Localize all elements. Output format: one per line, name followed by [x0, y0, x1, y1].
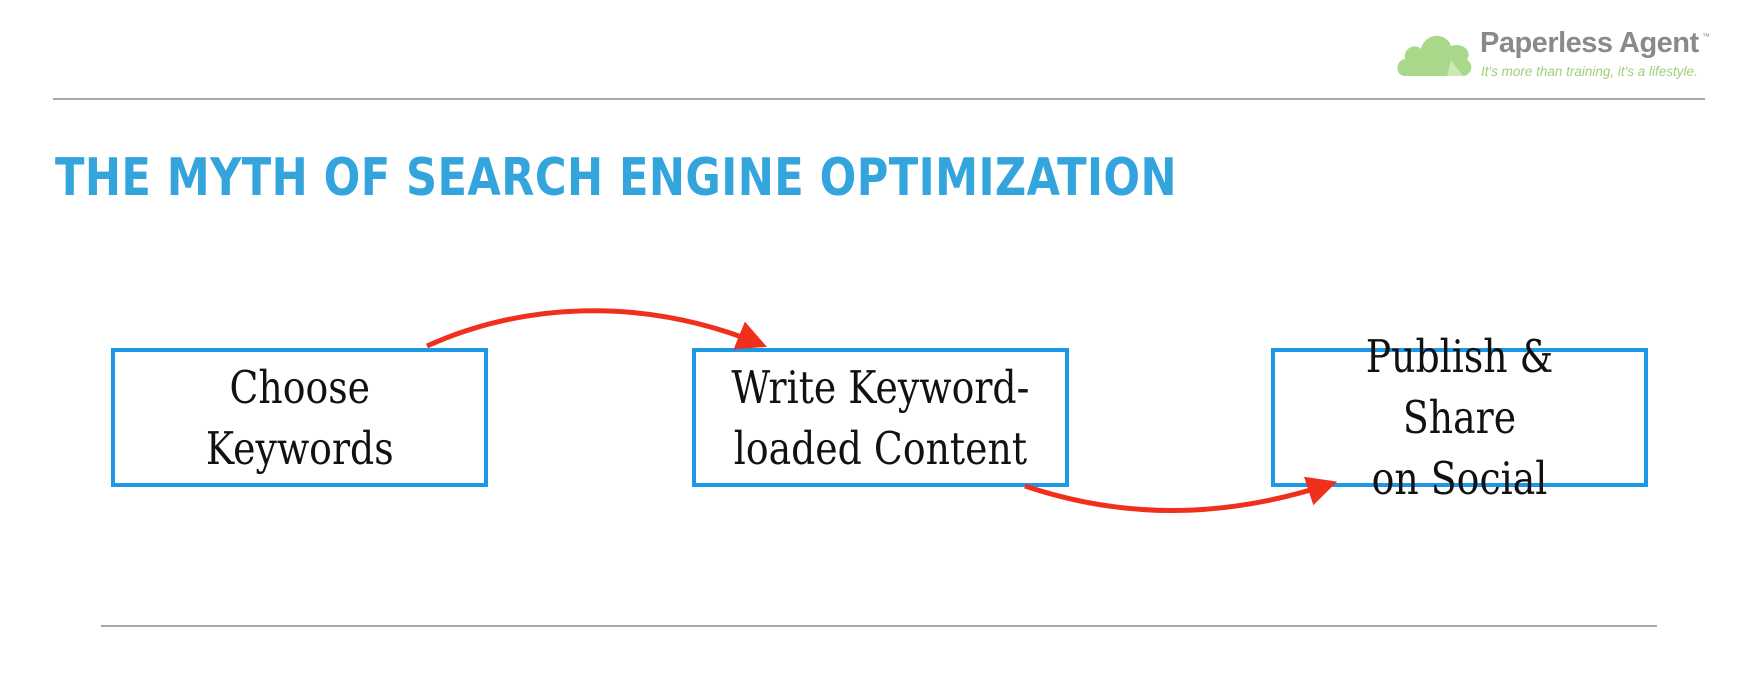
step-label: Write Keyword- loaded Content — [731, 360, 1030, 475]
cloud-icon — [1397, 35, 1472, 76]
step-box-write-content: Write Keyword- loaded Content — [692, 348, 1069, 487]
arrow-choose-to-write — [425, 308, 767, 350]
step-label: Choose Keywords — [205, 360, 394, 475]
logo-tagline: It's more than training, it's a lifestyl… — [1481, 64, 1698, 79]
logo-wordmark: Paperless Agent — [1480, 27, 1699, 59]
logo-trademark: ™ — [1702, 32, 1710, 41]
bottom-divider — [101, 625, 1657, 627]
paperless-agent-logo: Paperless Agent ™ It's more than trainin… — [1395, 24, 1725, 84]
step-label: Publish & Share on Social — [1365, 330, 1554, 505]
arrow-write-to-publish — [1024, 476, 1338, 513]
step-box-publish-share: Publish & Share on Social — [1271, 330, 1648, 505]
step-box-choose-keywords: Choose Keywords — [111, 348, 488, 487]
slide-title: THE MYTH OF SEARCH ENGINE OPTIMIZATION — [55, 148, 1178, 208]
top-divider — [53, 98, 1705, 100]
